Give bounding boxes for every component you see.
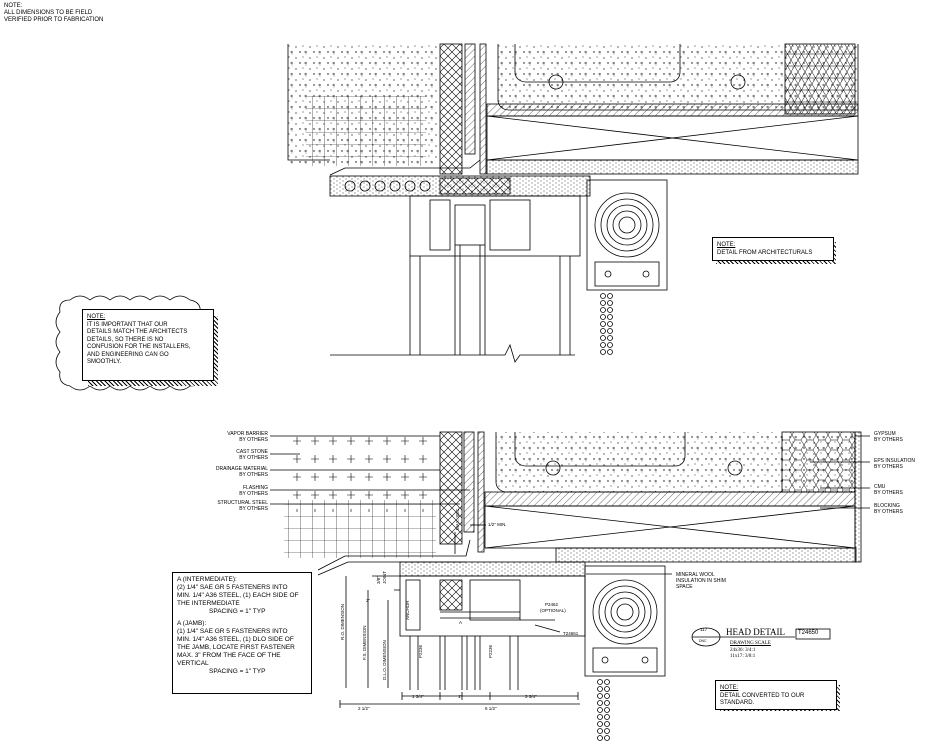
general-note-title: NOTE: [4,3,23,9]
lower-head-frame [399,561,586,577]
dim-1-3-4: 1 3/4" [412,694,424,699]
upper-drainage-layer [439,43,463,175]
dim-dlo: D.L.O. DIMENSION [382,640,387,680]
note-converted: NOTE: DETAIL CONVERTED TO OUR STANDARD. [715,680,837,710]
dim-3-3-4: 3 3/4" [525,694,537,699]
cloud-note-line: AND ENGINEERING CAN GO [87,351,169,358]
dim-6-1-2: 6 1/2" [485,706,497,711]
dim-2-1-2: 2 1/2" [358,706,370,711]
dim-half-min: 1/2" MIN. [488,522,507,527]
cloud-note-line: IT IS IMPORTANT THAT OUR [87,321,168,328]
dim-fs: F.S. DIMENSION [362,625,367,660]
cloud-note-line: SMOOTHLY. [87,359,122,365]
upper-eps-insulation [784,43,856,115]
upper-mullion [409,195,581,257]
part-t24661: T24661 [563,631,579,636]
title-head-detail: HEAD DETAIL [726,627,786,637]
cloud-note-line: DETAILS MATCH THE ARCHITECTS [87,329,188,335]
part-optional: (OPTIONAL) [540,608,566,613]
cloud-note-title: NOTE: [87,314,106,320]
anchor-spec-box: A (INTERMEDIATE): (2) 1/4" SAE GR 5 FAST… [172,572,312,694]
upper-stone-grid [306,96,426,166]
dim-3-8: 3/8" [376,576,381,584]
note-title: NOTE: [717,242,736,248]
part-p2462: P2462 [545,602,559,607]
note-detail-from-arch: NOTE: DETAIL FROM ARCHITECTURALS [712,237,834,261]
cloud-note-line: DETAILS, SO THERE IS NO [87,336,164,343]
dim-1: 1" [458,694,463,699]
note-body: DETAIL FROM ARCHITECTURALS [717,249,813,256]
lower-cast-stone [284,432,436,512]
cloud-border [55,295,205,391]
dim-ro: R.O. DIMENSION [340,603,345,640]
lower-grid [284,500,436,558]
upper-flashing [464,43,476,155]
title-number: 117 [700,627,708,632]
general-note-line: ALL DIMENSIONS TO BE FIELD [4,10,93,16]
dim-joint: JOINT [382,571,387,584]
title-scale-2: 11x17: 3/8:1 [730,654,756,659]
part-anchor-text: ANCHOR [405,600,410,620]
general-note-line: VERIFIED PRIOR TO FABRICATION [4,17,104,23]
title-scale-1: 24x36: 3/4:1 [730,648,756,653]
dim-max-sec: MAX. SEC. [455,507,460,530]
part-p2236-left: P2236 [418,644,423,658]
title-code: T24650 [798,630,819,636]
title-bubble [691,627,831,647]
dim-2: 2" [366,598,371,603]
title-scale-label: DRAWING SCALE [730,641,771,646]
cloud-note-line: CONFUSION FOR THE INSTALLERS, [87,344,191,350]
upper-round-anchor [586,179,668,355]
general-note: NOTE: ALL DIMENSIONS TO BE FIELD VERIFIE… [4,3,103,24]
cloud-note: NOTE: IT IS IMPORTANT THAT OUR DETAILS M… [82,309,214,381]
lower-detail [270,431,870,741]
part-anchor-a: A [459,620,463,625]
title-sheet: DNC [699,639,707,643]
lower-round-anchor [584,565,666,741]
upper-detail [287,43,859,363]
part-p2236-right: P2236 [488,644,493,658]
